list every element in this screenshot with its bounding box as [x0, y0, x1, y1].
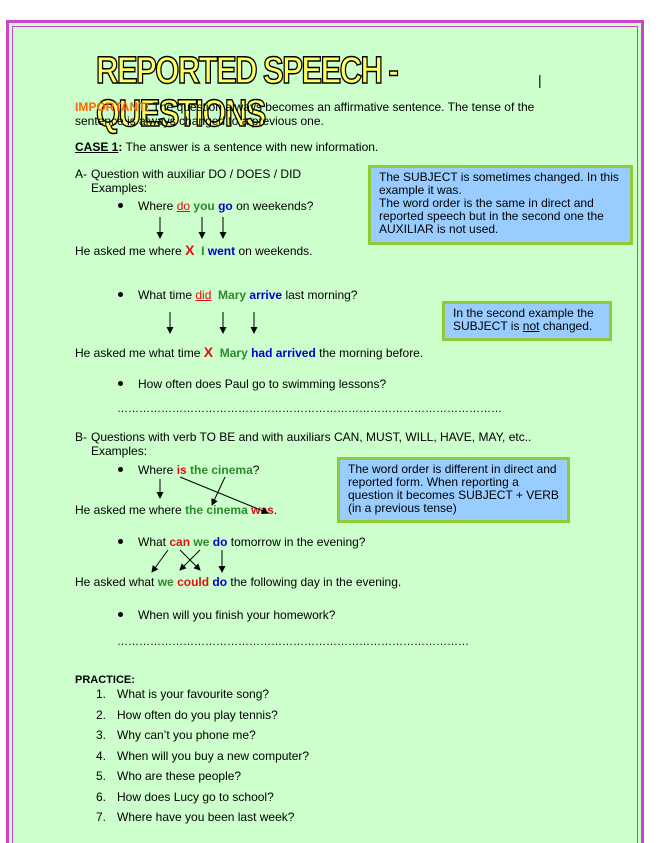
practice-item-question: What is your favourite song?: [117, 687, 270, 701]
practice-item-question: Where have you been last week?: [117, 810, 295, 824]
note-subject-changed: The SUBJECT is sometimes changed. In thi…: [368, 165, 633, 245]
practice-item-question: How often do you play tennis?: [117, 707, 278, 722]
worksheet-page: [6, 20, 644, 843]
practice-item-question: How does Lucy go to school?: [117, 789, 274, 804]
bullet: [118, 381, 123, 386]
bullet: [118, 467, 123, 472]
example-a1-question: Where do you go on weekends?: [138, 199, 314, 213]
example-a2-reported: He asked me what time X Mary had arrived…: [75, 344, 424, 360]
practice-item-number: 3.: [96, 728, 107, 742]
example-b3-question: When will you finish your homework?: [138, 608, 336, 622]
practice-item-question: When will you buy a new computer?: [117, 748, 310, 763]
example-a1-reported: He asked me where X I went on weekends.: [75, 242, 313, 258]
example-b2-question: What can we do tomorrow in the evening?: [138, 535, 366, 549]
bullet: [118, 539, 123, 544]
section-b-marker: B-: [75, 430, 87, 444]
case1-heading: CASE 1: The answer is a sentence with ne…: [75, 140, 379, 154]
example-b2-reported: He asked what we could do the following …: [75, 575, 402, 589]
section-b-title: Questions with verb TO BE and with auxil…: [91, 430, 532, 444]
practice-item-question: Why can’t you phone me?: [117, 728, 256, 742]
section-a-examples: Examples:: [91, 181, 148, 195]
important-label: IMPORTANT!: [75, 100, 150, 114]
note-subject-not-changed: In the second example the SUBJECT is not…: [442, 301, 612, 341]
answer-line-b[interactable]: ……………………………………………………………………………………: [117, 636, 469, 648]
practice-item-number: 6.: [96, 789, 107, 804]
example-b1-reported: He asked me where the cinema was.: [75, 503, 278, 517]
answer-line-a[interactable]: ……………………………………………………………………………………………: [117, 403, 502, 415]
important-line2: sentence is always changed to a previous…: [75, 114, 324, 128]
example-a2-question: What time did Mary arrive last morning?: [138, 288, 358, 302]
section-a-marker: A-: [75, 167, 87, 181]
practice-item-number: 5.: [96, 769, 107, 783]
bullet: [118, 612, 123, 617]
section-b-examples: Examples:: [91, 444, 148, 458]
bullet: [118, 292, 123, 297]
practice-item-number: 4.: [96, 748, 107, 763]
practice-item-number: 2.: [96, 707, 107, 722]
practice-item-number: 7.: [96, 810, 107, 824]
practice-item-question: Who are these people?: [117, 769, 242, 783]
practice-heading: PRACTICE:: [75, 674, 135, 686]
example-a3-question: How often does Paul go to swimming lesso…: [138, 377, 387, 391]
page-title: REPORTED SPEECH - QUESTIONS: [95, 49, 399, 136]
practice-item-number: 1.: [96, 687, 107, 701]
note-word-order: The word order is different in direct an…: [337, 457, 570, 523]
bullet: [118, 203, 123, 208]
example-b1-question: Where is the cinema?: [138, 463, 260, 477]
cursor-mark: |: [538, 72, 542, 88]
section-a-title: Question with auxiliar DO / DOES / DID: [91, 167, 302, 181]
important-line1: IMPORTANT! The question always becomes a…: [75, 100, 535, 114]
